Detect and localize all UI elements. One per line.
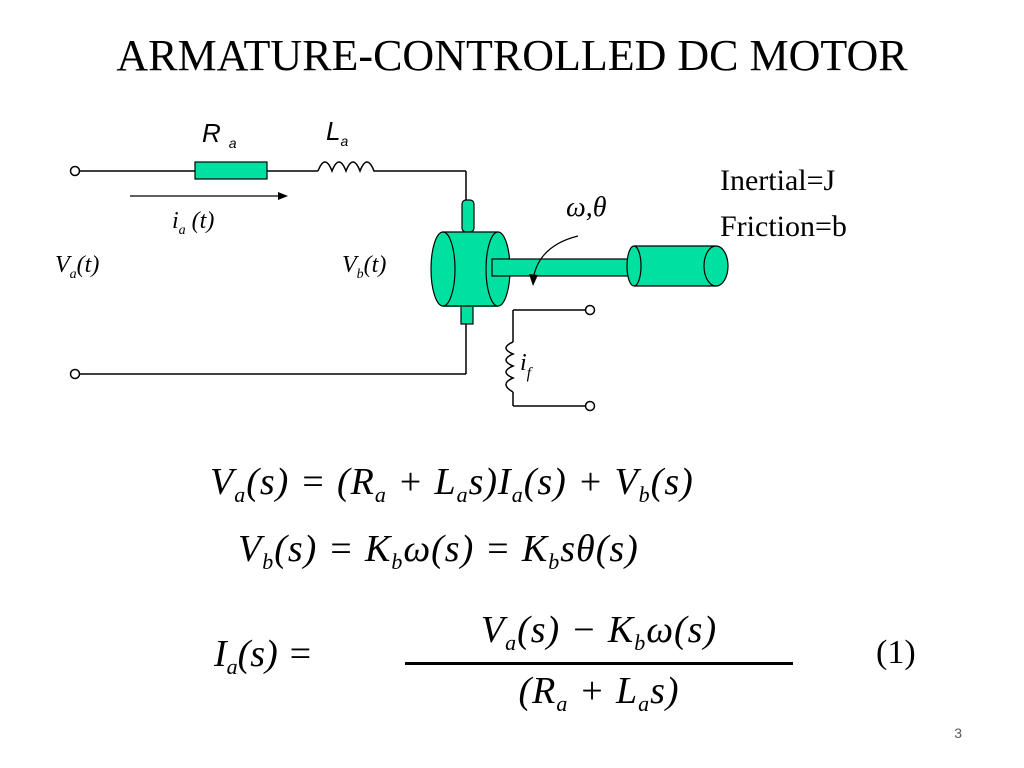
load-properties: Inertial=J Friction=b: [720, 158, 847, 250]
label-la: La: [326, 116, 348, 149]
equation-back-emf: Vb(s) = Kbω(s) = Kbsθ(s): [238, 528, 639, 574]
armature-inductor: [317, 161, 380, 174]
load-cylinder: [626, 245, 729, 287]
circuit-wires: [69, 165, 596, 412]
terminal-field-bottom: [584, 400, 596, 412]
equation-armature-voltage: Va(s) = (Ra + Las)Ia(s) + Vb(s): [210, 461, 694, 507]
slide-title: ARMATURE-CONTROLLED DC MOTOR: [116, 31, 908, 80]
equation-current-fraction: Va(s) − Kbω(s) (Ra + Las): [405, 608, 793, 717]
label-omega-theta: ω,θ: [566, 192, 607, 223]
motor-top-brush: [461, 199, 475, 233]
armature-current-arrow: [130, 192, 288, 200]
friction-label: Friction=b: [720, 210, 847, 243]
label-va: Va(t): [55, 252, 99, 282]
motor-shaft: [491, 258, 639, 277]
terminal-bottom-left: [69, 368, 81, 380]
field-winding: [505, 341, 515, 393]
label-if: if: [520, 350, 534, 382]
label-vb: Vb(t): [342, 252, 386, 282]
page-number: 3: [954, 725, 962, 741]
motor-body: [430, 231, 511, 307]
fraction-bar: [405, 662, 793, 665]
rotation-arrow: [529, 235, 579, 286]
fraction-denominator: (Ra + Las): [518, 670, 680, 716]
armature-resistor: [194, 161, 268, 180]
equation-current-lhs: Ia(s) =: [214, 633, 313, 679]
terminal-field-top: [584, 304, 596, 316]
inertia-label: Inertial=J: [720, 164, 836, 197]
fraction-numerator: Va(s) − Kbω(s): [480, 609, 718, 655]
equation-number: (1): [876, 634, 916, 671]
terminal-top-left: [69, 165, 81, 177]
label-ia: ia(t): [172, 208, 214, 238]
